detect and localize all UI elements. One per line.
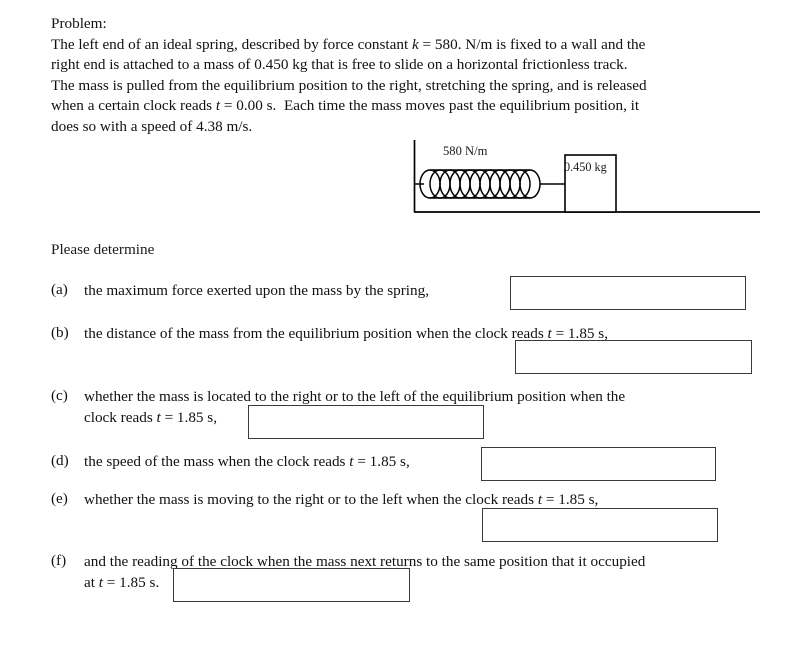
statement-line-4: when a certain clock reads t = 0.00 s. E… [51, 97, 640, 115]
mass-block [564, 154, 617, 213]
statement-line-1: The left end of an ideal spring, describ… [51, 35, 646, 53]
part-e-answer-box[interactable] [482, 508, 718, 542]
part-b-answer-box[interactable] [515, 340, 752, 374]
part-c-text-line-2: clock reads t = 1.85 s, [84, 409, 218, 426]
part-d-text: the speed of the mass when the clock rea… [84, 453, 410, 470]
part-a-label: (a) [51, 281, 68, 298]
problem-statement: Problem: The left end of an ideal spring… [51, 14, 761, 138]
part-f-text-line-2: at t = 1.85 s. [84, 574, 160, 591]
statement-line-5: does so with a speed of 4.38 m/s. [51, 117, 253, 135]
part-b-label: (b) [51, 324, 69, 341]
mass-label: 0.450 kg [564, 160, 607, 174]
part-a-text: the maximum force exerted upon the mass … [84, 282, 430, 299]
part-d-label: (d) [51, 452, 69, 469]
part-b-text: the distance of the mass from the equili… [84, 325, 609, 342]
statement-line-2: right end is attached to a mass of 0.450… [51, 56, 628, 74]
spring-mass-diagram: 580 N/m 0.450 kg [405, 136, 775, 220]
part-c-label: (c) [51, 387, 68, 404]
part-f-text-line-1: and the reading of the clock when the ma… [84, 553, 646, 570]
part-d-answer-box[interactable] [481, 447, 716, 481]
part-e-text: whether the mass is moving to the right … [84, 491, 599, 508]
part-c-answer-box[interactable] [248, 405, 484, 439]
part-f-label: (f) [51, 552, 67, 569]
part-f-answer-box[interactable] [173, 568, 410, 602]
spring-envelope [430, 169, 530, 199]
part-c-text-line-1: whether the mass is located to the right… [84, 388, 626, 405]
part-a-answer-box[interactable] [510, 276, 746, 310]
spring-constant-label: 580 N/m [443, 144, 488, 158]
statement-line-3: The mass is pulled from the equilibrium … [51, 76, 647, 94]
part-e-label: (e) [51, 490, 68, 507]
spring-coils [419, 169, 541, 199]
problem-heading: Problem: [51, 15, 107, 32]
please-determine-prompt: Please determine [51, 241, 155, 258]
